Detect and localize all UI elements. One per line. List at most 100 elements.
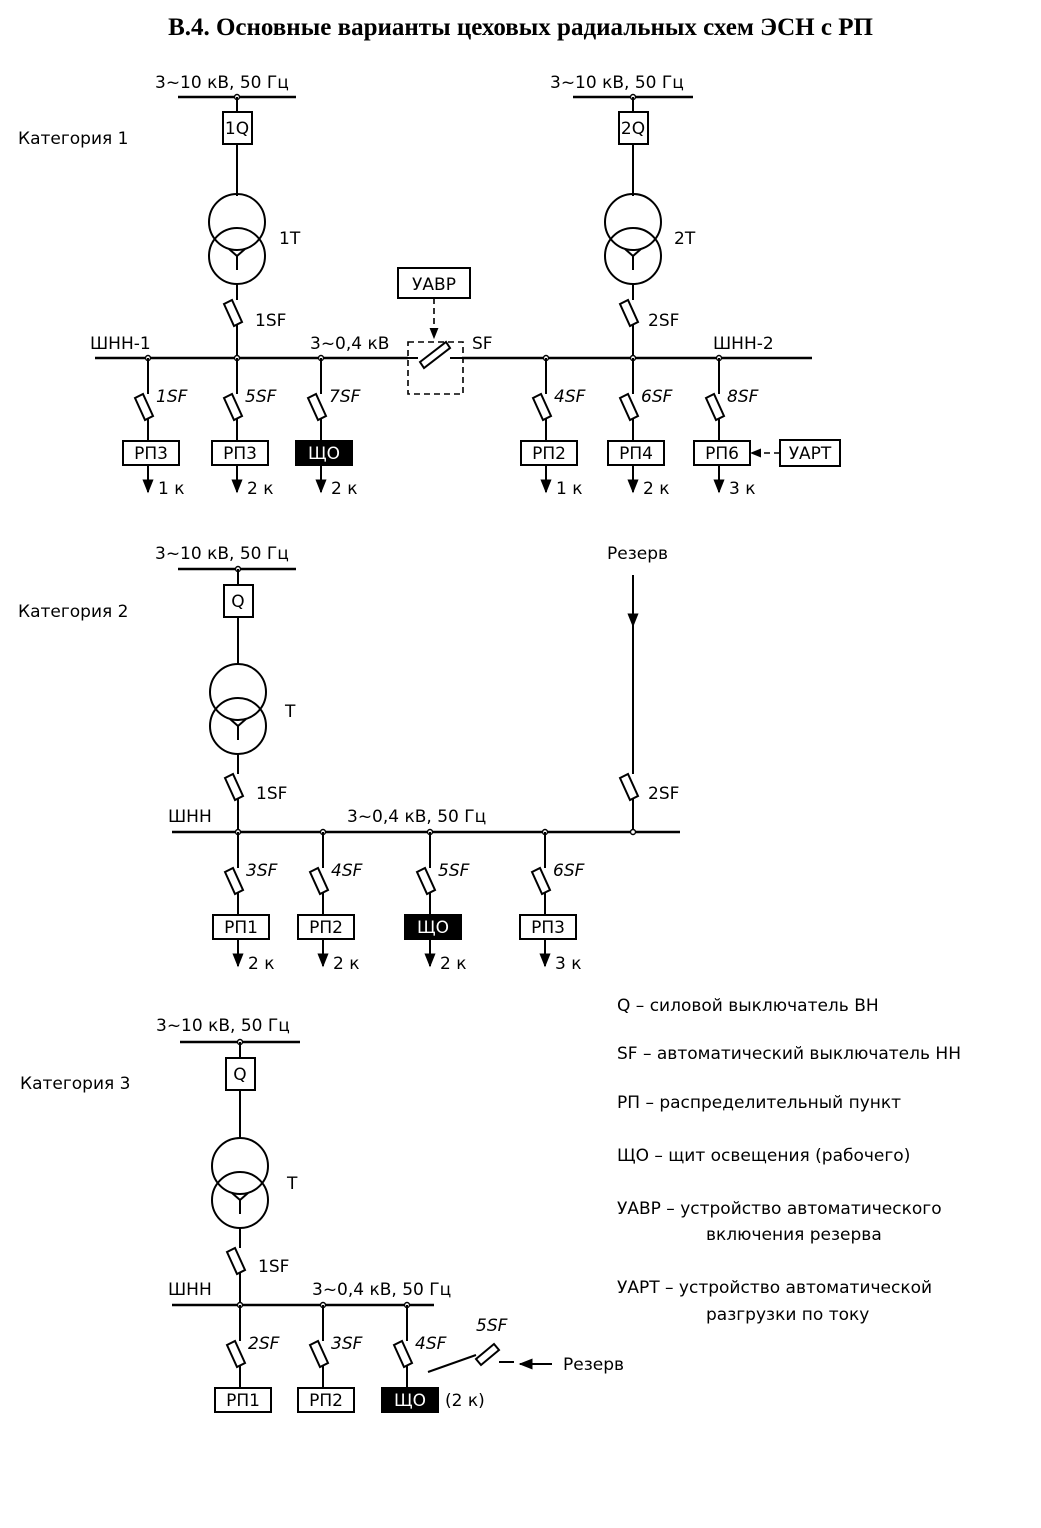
breaker-1q [222, 111, 253, 145]
bus-shnn-1-label: ШНН-1 [90, 334, 151, 354]
cat2-3sf-panel [212, 914, 270, 940]
cat1-4sf-breaker [531, 392, 553, 422]
cat3-3sf-breaker [308, 1339, 330, 1369]
transformer-t-cat3 [211, 1137, 269, 1229]
cat1-6sf-breaker-label: 6SF [641, 387, 673, 407]
cat1-1sf-panel [122, 440, 180, 466]
legend-rp: РП – распределительный пункт [617, 1093, 901, 1113]
cat2-6sf-panel [519, 914, 577, 940]
breaker-1q-label: 1Q [225, 119, 249, 139]
cat1-6sf-feeder: 6SF РП4 2 к [607, 354, 673, 499]
cat1-5sf-panel-label: РП3 [223, 444, 257, 464]
cat2-5sf-category: 2 к [440, 954, 467, 974]
cat1-4sf-panel [520, 440, 578, 466]
cat2-3sf-category: 2 к [248, 954, 275, 974]
cat3-4sf-category: (2 к) [445, 1391, 485, 1411]
cat2-3sf-feeder: 3SF РП1 2 к [212, 828, 278, 974]
cat2-6sf-breaker-label: 6SF [553, 861, 585, 881]
cat1-8sf-panel-label: РП6 [705, 444, 739, 464]
cat2-3sf-breaker-label: 3SF [246, 861, 278, 881]
transformer-1t [208, 193, 266, 285]
category-3-label: Категория 3 [20, 1074, 130, 1094]
reserve-label-cat3: Резерв [563, 1355, 624, 1375]
cat2-5sf-panel [404, 914, 462, 940]
bus-shnn-2-label: ШНН-2 [713, 334, 774, 354]
transformer-2t [604, 193, 662, 285]
category-2-scheme: Категория 2 3~10 кВ, 50 Гц Q T 1SF Резер… [18, 544, 680, 974]
page-title: В.4. Основные варианты цеховых радиальны… [168, 14, 873, 41]
cat2-4sf-breaker-label: 4SF [331, 861, 363, 881]
cat2-3sf-breaker [223, 866, 245, 896]
legend-sf: SF – автоматический выключатель НН [617, 1044, 961, 1064]
breaker-2sf-main-label: 2SF [648, 311, 679, 331]
cat1-4sf-panel-label: РП2 [532, 444, 566, 464]
breaker-2q [618, 111, 649, 145]
hv-label-right: 3~10 кВ, 50 Гц [550, 73, 684, 93]
breaker-1sf-main-label: 1SF [255, 311, 286, 331]
legend-uart-line-1: УАРТ – устройство автоматической [617, 1278, 932, 1298]
transformer-1t-label: 1T [279, 229, 301, 249]
cat3-2sf-panel-label: РП1 [226, 1391, 260, 1411]
cat1-5sf-breaker [222, 392, 244, 422]
category-3-scheme: Категория 3 3~10 кВ, 50 Гц Q T 1SF ШНН 3… [20, 1016, 624, 1413]
cat2-3sf-panel-label: РП1 [224, 918, 258, 938]
category-2-label: Категория 2 [18, 602, 128, 622]
legend-scho: ЩО – щит освещения (рабочего) [617, 1146, 910, 1166]
tie-breaker-sf [418, 340, 452, 370]
transformer-t-cat2-label: T [284, 702, 296, 722]
cat3-4sf-breaker-label: 4SF [415, 1334, 447, 1354]
bus-shnn-cat2-label: ШНН [168, 807, 212, 827]
cat1-5sf-panel [211, 440, 269, 466]
cat1-4sf-breaker-label: 4SF [554, 387, 586, 407]
cat2-4sf-category: 2 к [333, 954, 360, 974]
cat1-7sf-breaker [306, 392, 328, 422]
cat2-4sf-breaker [308, 866, 330, 896]
breaker-1sf-cat2 [223, 772, 245, 802]
breaker-5sf-cat3-label: 5SF [476, 1316, 508, 1336]
cat1-7sf-category: 2 к [331, 479, 358, 499]
breaker-q-cat2 [223, 584, 254, 618]
breaker-q-cat3-label: Q [233, 1065, 246, 1085]
cat2-4sf-panel-label: РП2 [309, 918, 343, 938]
cat3-2sf-feeder: 2SF РП1 [214, 1301, 280, 1413]
breaker-2sf-cat2 [618, 772, 640, 802]
cat1-8sf-breaker-label: 8SF [727, 387, 759, 407]
breaker-1sf-cat3 [225, 1246, 247, 1276]
cat1-1sf-breaker-label: 1SF [156, 387, 188, 407]
cat1-1sf-category: 1 к [158, 479, 185, 499]
cat1-8sf-category: 3 к [729, 479, 756, 499]
cat3-3sf-breaker-label: 3SF [331, 1334, 363, 1354]
hv-label-cat3: 3~10 кВ, 50 Гц [156, 1016, 290, 1036]
legend-q: Q – силовой выключатель ВН [617, 996, 879, 1016]
breaker-q-cat3 [225, 1057, 256, 1091]
cat3-4sf-panel [381, 1387, 439, 1413]
cat3-2sf-breaker-label: 2SF [248, 1334, 280, 1354]
transformer-2t-label: 2T [674, 229, 696, 249]
cat3-2sf-breaker [225, 1339, 247, 1369]
uavr-label: УАВР [412, 275, 456, 295]
cat2-6sf-panel-label: РП3 [531, 918, 565, 938]
bus-shnn-cat3-label: ШНН [168, 1280, 212, 1300]
category-1-label: Категория 1 [18, 129, 128, 149]
cat1-7sf-panel-label: ЩО [308, 444, 340, 464]
cat1-6sf-panel-label: РП4 [619, 444, 653, 464]
breaker-1sf-cat2-label: 1SF [256, 784, 287, 804]
legend-uavr-line-1: УАВР – устройство автоматического [617, 1199, 942, 1219]
cat1-6sf-category: 2 к [643, 479, 670, 499]
cat1-5sf-breaker-label: 5SF [245, 387, 277, 407]
legend-uavr-line-2: включения резерва [706, 1225, 882, 1245]
cat3-2sf-panel [214, 1387, 272, 1413]
bus-voltage-cat3-label: 3~0,4 кВ, 50 Гц [312, 1280, 451, 1300]
cat1-8sf-breaker [704, 392, 726, 422]
cat3-3sf-panel-label: РП2 [309, 1391, 343, 1411]
cat1-8sf-feeder: 8SF РП6 3 к [693, 354, 759, 499]
transformer-t-cat3-label: T [286, 1174, 298, 1194]
breaker-5sf-cat3 [474, 1342, 501, 1367]
